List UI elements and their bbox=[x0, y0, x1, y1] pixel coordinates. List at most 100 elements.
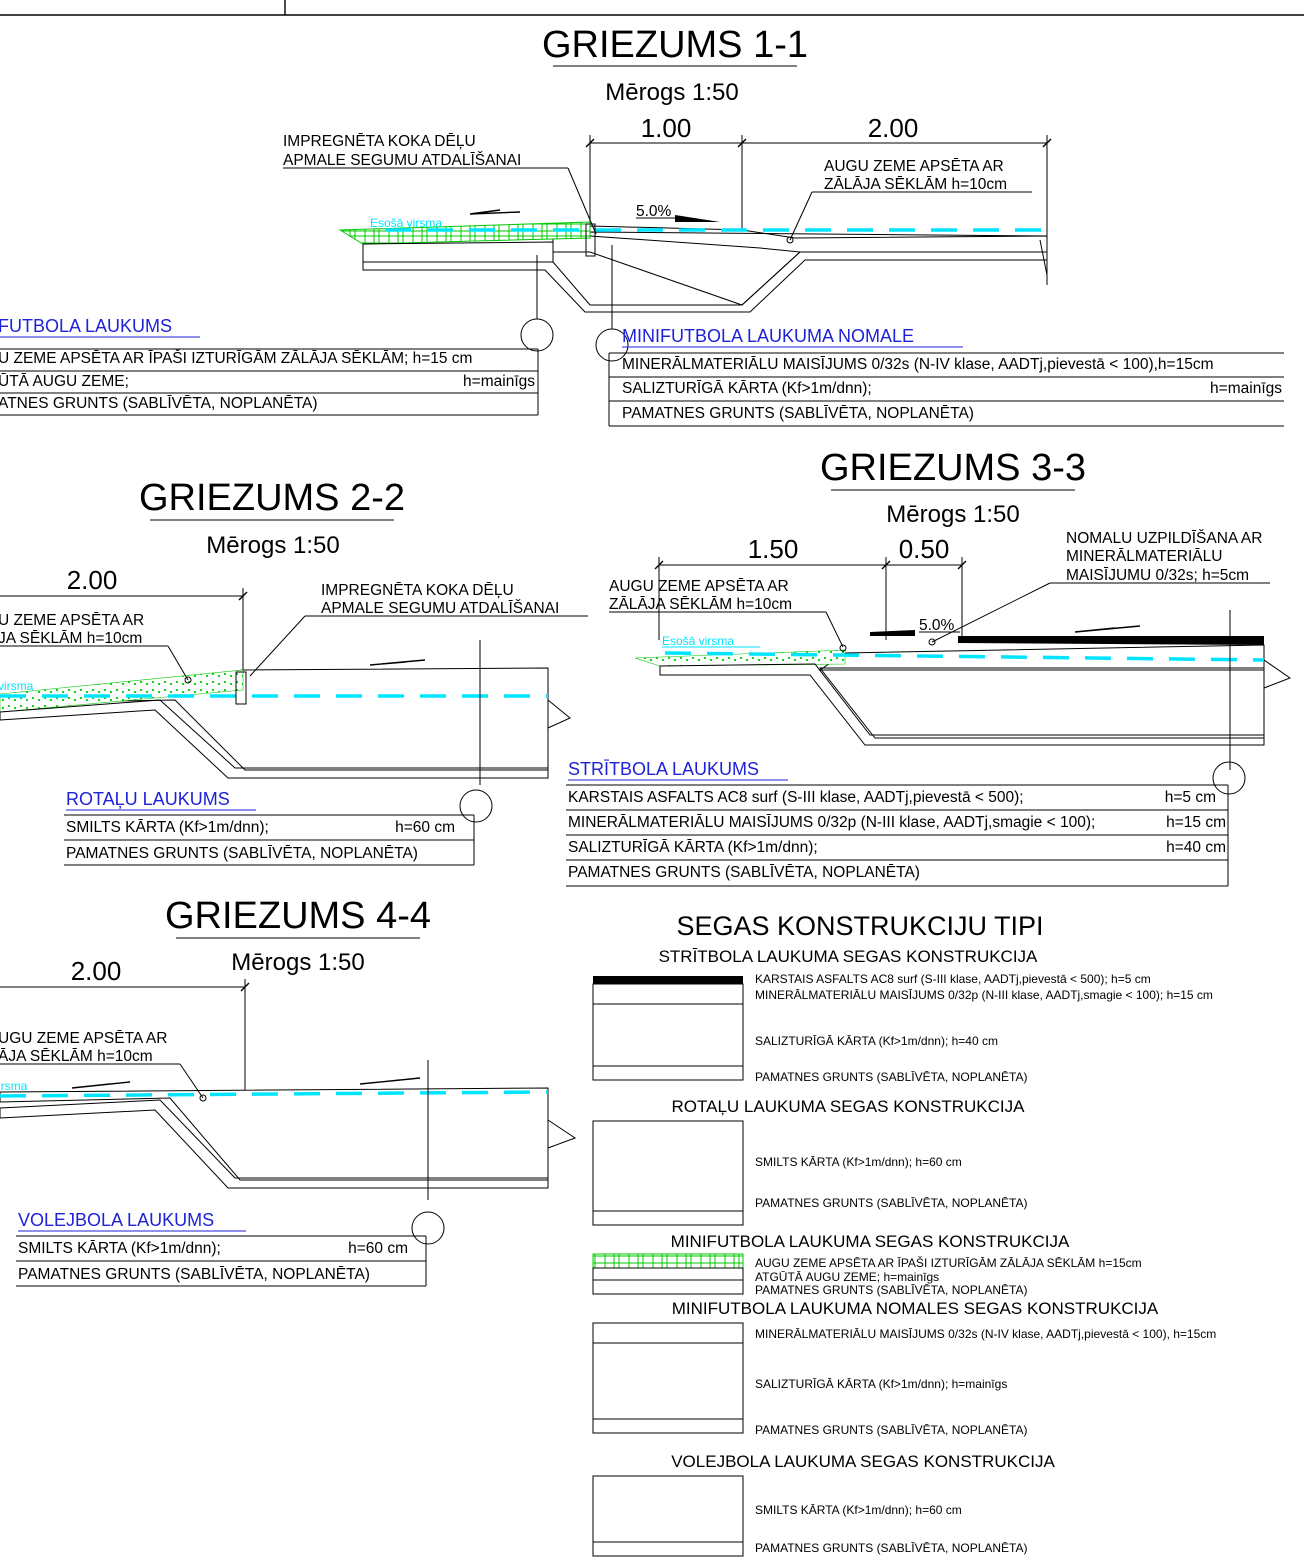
layer-thickness: h=mainīgs bbox=[1210, 380, 1282, 397]
layer-row: SMILTS KĀRTA (Kf>1m/dnn); bbox=[66, 819, 269, 836]
section-title: GRIEZUMS 4-4 bbox=[165, 895, 431, 937]
note-grass-soil: AUGU ZEME APSĒTA AR ZĀLĀJA SĒKLĀM h=10cm bbox=[609, 578, 847, 652]
section-4-4: GRIEZUMS 4-4 Mērogs 1:50 2.00 irsma UGU … bbox=[0, 895, 577, 1287]
layer-thickness: h=60 cm bbox=[348, 1240, 408, 1257]
section-title: GRIEZUMS 1-1 bbox=[542, 24, 808, 66]
layer-thickness: h=15 cm bbox=[1166, 814, 1226, 831]
layer-row: SALIZTURĪGĀ KĀRTA (Kf>1m/dnn); bbox=[568, 839, 818, 856]
dimension-label: 2.00 bbox=[67, 565, 118, 595]
layer-row: PAMATNES GRUNTS (SABLĪVĒTA, NOPLANĒTA) bbox=[18, 1266, 370, 1283]
slope-label: 5.0% bbox=[636, 203, 672, 220]
legend-group-title: VOLEJBOLA LAUKUMA SEGAS KONSTRUKCIJA bbox=[671, 1452, 1055, 1471]
note-line: JA SĒKLĀM h=10cm bbox=[0, 630, 142, 647]
section-title: GRIEZUMS 2-2 bbox=[139, 477, 405, 519]
dimension-label: 2.00 bbox=[868, 113, 919, 143]
legend-group-title: MINIFUTBOLA LAUKUMA NOMALES SEGAS KONSTR… bbox=[672, 1299, 1159, 1318]
section-scale: Mērogs 1:50 bbox=[605, 79, 738, 106]
table-title: ROTAĻU LAUKUMS bbox=[66, 789, 230, 809]
layer-row: MINERĀLMATERIĀLU MAISĪJUMS 0/32p (N-III … bbox=[568, 814, 1095, 831]
layer-row: U ZEME APSĒTA AR ĪPAŠI IZTURĪGĀM ZĀLĀJA … bbox=[0, 350, 472, 367]
dimension-label: 2.00 bbox=[71, 956, 122, 986]
note-line: MINERĀLMATERIĀLU bbox=[1066, 548, 1222, 565]
dimension-line: 1.00 2.00 bbox=[585, 113, 1052, 285]
note-line: IMPREGNĒTA KOKA DĒĻU bbox=[283, 133, 476, 150]
legend-item: SMILTS KĀRTA (Kf>1m/dnn); h=60 cm bbox=[755, 1155, 962, 1169]
legend-group-title: ROTAĻU LAUKUMA SEGAS KONSTRUKCIJA bbox=[672, 1097, 1026, 1116]
dimension-label: 1.00 bbox=[641, 113, 692, 143]
section-3-3: GRIEZUMS 3-3 Mērogs 1:50 1.50 0.50 5.0% bbox=[566, 447, 1292, 887]
legend-item: MINERĀLMATERIĀLU MAISĪJUMS 0/32p (N-III … bbox=[755, 988, 1213, 1002]
existing-surface-label: virsma bbox=[0, 679, 34, 693]
legend-item: PAMATNES GRUNTS (SABLĪVĒTA, NOPLANĒTA) bbox=[755, 1196, 1028, 1210]
dimension-label: 1.50 bbox=[748, 534, 799, 564]
table-title: MINIFUTBOLA LAUKUMA NOMALE bbox=[622, 326, 914, 346]
slope-label: 5.0% bbox=[919, 617, 955, 634]
note-line: U ZEME APSĒTA AR bbox=[0, 612, 144, 629]
layer-row: PAMATNES GRUNTS (SABLĪVĒTA, NOPLANĒTA) bbox=[622, 405, 974, 422]
layer-table-rotalu: ROTAĻU LAUKUMS SMILTS KĀRTA (Kf>1m/dnn);… bbox=[64, 789, 493, 866]
legend-swatch-rotalu bbox=[592, 1120, 744, 1226]
layer-row: ŪTĀ AUGU ZEME; bbox=[0, 373, 129, 390]
existing-surface-label: Esošā virsma bbox=[370, 216, 442, 230]
section-scale: Mērogs 1:50 bbox=[231, 949, 364, 976]
legend-swatch-stritbols bbox=[592, 976, 744, 1081]
layer-row: SALIZTURĪGĀ KĀRTA (Kf>1m/dnn); bbox=[622, 380, 872, 397]
layer-table-volejbola: VOLEJBOLA LAUKUMS SMILTS KĀRTA (Kf>1m/dn… bbox=[16, 1210, 445, 1287]
legend-group-title: MINIFUTBOLA LAUKUMA SEGAS KONSTRUKCIJA bbox=[671, 1232, 1070, 1251]
existing-surface-label: Esošā virsma bbox=[662, 634, 734, 648]
table-title: VOLEJBOLA LAUKUMS bbox=[18, 1210, 214, 1230]
note-line: APMALE SEGUMU ATDALĪŠANAI bbox=[283, 152, 521, 169]
cross-section-profile: virsma bbox=[0, 640, 571, 785]
layer-thickness: h=5 cm bbox=[1165, 789, 1216, 806]
note-line: AUGU ZEME APSĒTA AR bbox=[824, 158, 1004, 175]
note-line: ZĀLĀJA SĒKLĀM h=10cm bbox=[609, 596, 792, 613]
legend-item: SALIZTURĪGĀ KĀRTA (Kf>1m/dnn); h=40 cm bbox=[755, 1034, 998, 1048]
layer-row: SMILTS KĀRTA (Kf>1m/dnn); bbox=[18, 1240, 221, 1257]
section-scale: Mērogs 1:50 bbox=[206, 532, 339, 559]
note-line: AUGU ZEME APSĒTA AR bbox=[609, 578, 789, 595]
section-1-1: GRIEZUMS 1-1 Mērogs 1:50 1.00 2.00 5.0% … bbox=[0, 24, 1284, 427]
legend-item: PAMATNES GRUNTS (SABLĪVĒTA, NOPLANĒTA) bbox=[755, 1541, 1028, 1555]
dimension-label: 0.50 bbox=[899, 534, 950, 564]
note-grass-soil: AUGU ZEME APSĒTA AR ZĀLĀJA SĒKLĀM h=10cm bbox=[786, 158, 1032, 244]
existing-surface-label: irsma bbox=[0, 1079, 28, 1093]
layer-row: PAMATNES GRUNTS (SABLĪVĒTA, NOPLANĒTA) bbox=[66, 845, 418, 862]
note-line: UGU ZEME APSĒTA AR bbox=[0, 1030, 167, 1047]
note-edging: IMPREGNĒTA KOKA DĒĻU APMALE SEGUMU ATDAL… bbox=[249, 582, 588, 677]
note-line: NOMALU UZPILDĪŠANA AR bbox=[1066, 530, 1262, 547]
layer-row: ATNES GRUNTS (SABLĪVĒTA, NOPLANĒTA) bbox=[0, 395, 318, 412]
legend-item: SMILTS KĀRTA (Kf>1m/dnn); h=60 cm bbox=[755, 1503, 962, 1517]
layer-thickness: h=40 cm bbox=[1166, 839, 1226, 856]
table-title: FUTBOLA LAUKUMS bbox=[0, 316, 172, 336]
note-grass-soil: UGU ZEME APSĒTA AR ĀJA SĒKLĀM h=10cm bbox=[0, 1030, 207, 1102]
layer-table-futbols: FUTBOLA LAUKUMS U ZEME APSĒTA AR ĪPAŠI I… bbox=[0, 255, 554, 416]
note-line: ĀJA SĒKLĀM h=10cm bbox=[0, 1048, 153, 1065]
layer-row: PAMATNES GRUNTS (SABLĪVĒTA, NOPLANĒTA) bbox=[568, 864, 920, 881]
cross-section-profile: 5.0% Esošā virsma bbox=[634, 610, 1292, 770]
legend-item: SALIZTURĪGĀ KĀRTA (Kf>1m/dnn); h=mainīgs bbox=[755, 1377, 1007, 1391]
note-line: APMALE SEGUMU ATDALĪŠANAI bbox=[321, 600, 559, 617]
legend-group-title: STRĪTBOLA LAUKUMA SEGAS KONSTRUKCIJA bbox=[659, 947, 1038, 966]
sheet-frame bbox=[0, 0, 1304, 16]
legend-swatch-nomale bbox=[592, 1322, 744, 1434]
cross-section-profile: irsma bbox=[0, 1060, 577, 1200]
pavement-types-legend: SEGAS KONSTRUKCIJU TIPI STRĪTBOLA LAUKUM… bbox=[592, 911, 1216, 1557]
note-line: ZĀLĀJA SĒKLĀM h=10cm bbox=[824, 176, 1007, 193]
legend-item: PAMATNES GRUNTS (SABLĪVĒTA, NOPLANĒTA) bbox=[755, 1070, 1028, 1084]
section-title: GRIEZUMS 3-3 bbox=[820, 447, 1086, 489]
note-shoulder-fill: NOMALU UZPILDĪŠANA AR MINERĀLMATERIĀLU M… bbox=[928, 530, 1270, 646]
layer-table-nomale: MINIFUTBOLA LAUKUMA NOMALE MINERĀLMATERI… bbox=[595, 245, 1284, 427]
legend-swatch-minifutbols bbox=[592, 1253, 744, 1295]
layer-row: MINERĀLMATERIĀLU MAISĪJUMS 0/32s (N-IV k… bbox=[622, 356, 1214, 373]
note-line: MAISĪJUMU 0/32s; h=5cm bbox=[1066, 567, 1249, 584]
legend-item: KARSTAIS ASFALTS AC8 surf (S-III klase, … bbox=[755, 972, 1151, 986]
layer-thickness: h=mainīgs bbox=[463, 373, 535, 390]
note-grass-soil: U ZEME APSĒTA AR JA SĒKLĀM h=10cm bbox=[0, 612, 192, 684]
dimension-line: 1.50 0.50 bbox=[654, 534, 967, 640]
layer-thickness: h=60 cm bbox=[395, 819, 455, 836]
legend-item: PAMATNES GRUNTS (SABLĪVĒTA, NOPLANĒTA) bbox=[755, 1423, 1028, 1437]
section-2-2: GRIEZUMS 2-2 Mērogs 1:50 2.00 virsma U Z… bbox=[0, 477, 588, 866]
note-line: IMPREGNĒTA KOKA DĒĻU bbox=[321, 582, 514, 599]
note-edging: IMPREGNĒTA KOKA DĒĻU APMALE SEGUMU ATDAL… bbox=[283, 133, 597, 235]
